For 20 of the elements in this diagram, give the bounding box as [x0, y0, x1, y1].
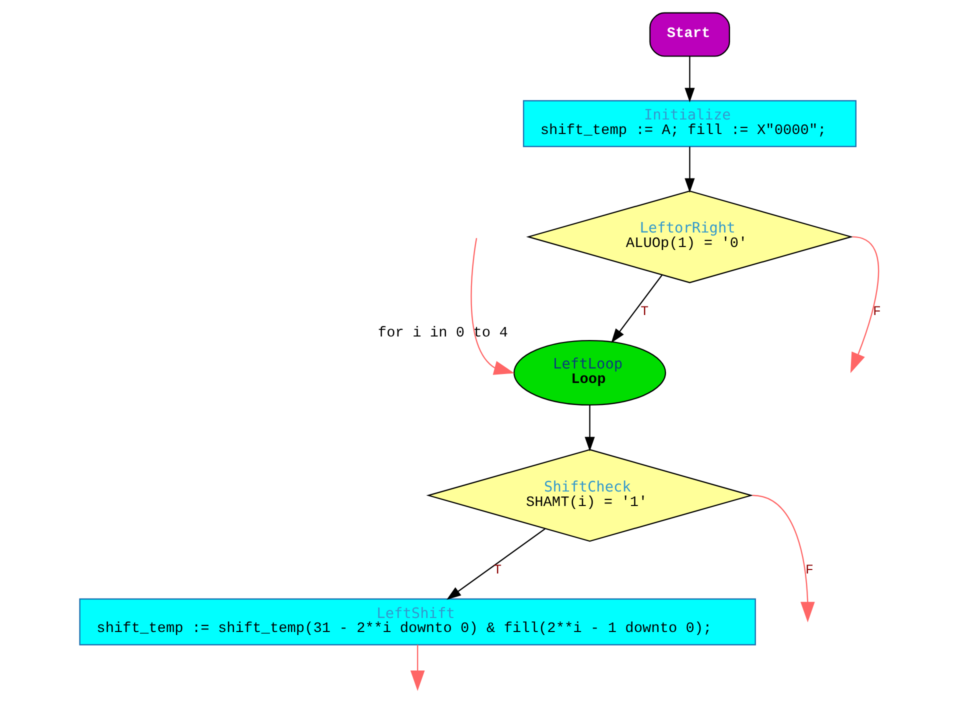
arrow [684, 146, 694, 193]
edge-label: F [805, 562, 814, 578]
arrow [684, 56, 694, 102]
node-box: Initialize shift_temp := A; fill := X"0000"; [522, 100, 856, 148]
node-box: Start [648, 12, 730, 57]
arrow [410, 644, 424, 692]
edge-label: T [640, 304, 648, 319]
arrow [584, 405, 594, 452]
arrow [470, 238, 514, 375]
node-box: LeftShift shift_temp := shift_temp(31 - 2**i downto 0) & fill(2**i - 1 downto 0); [78, 598, 756, 646]
node-label: for i in 0 to 4 [377, 325, 508, 342]
arrow [446, 528, 545, 600]
arrow [850, 236, 879, 374]
node-diamond: ShiftCheck SHAMT(i) = '1' [426, 449, 753, 542]
arrow [610, 274, 662, 344]
node-ellipse: LeftLoop Loop [512, 340, 666, 406]
node-diamond: LeftorRight ALUOp(1) = '0' [526, 190, 853, 284]
arrow [752, 494, 814, 622]
edge-label: F [872, 304, 880, 319]
edge-label: T [493, 562, 502, 578]
